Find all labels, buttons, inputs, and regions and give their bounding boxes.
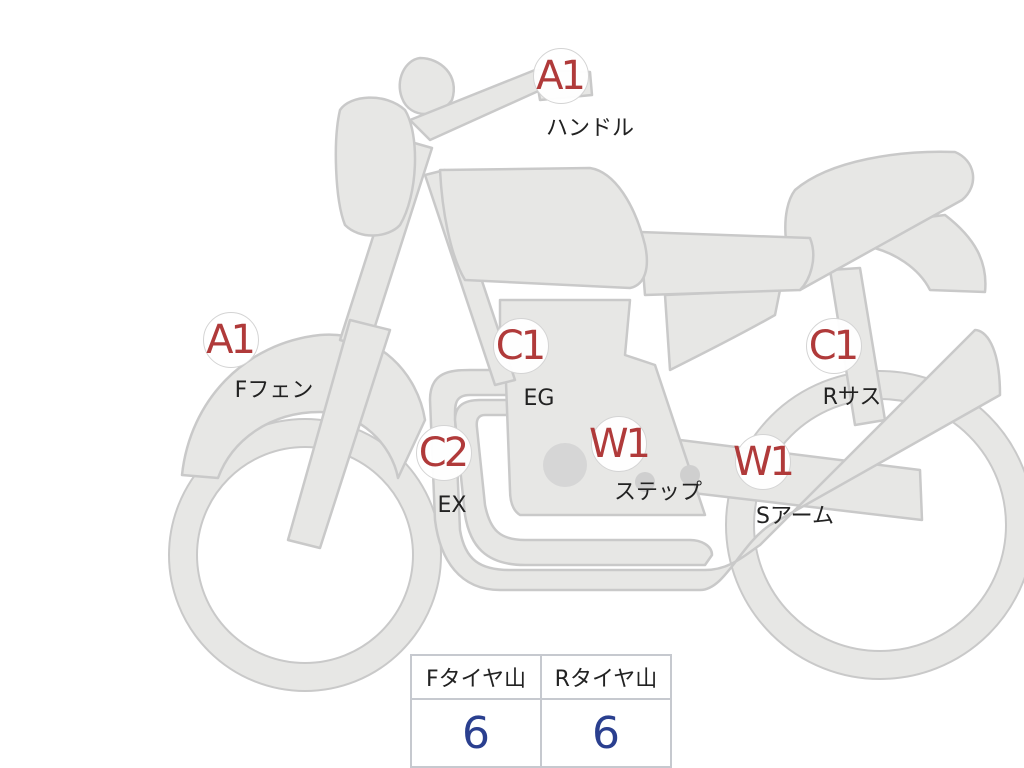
step-label: ステップ [613,480,703,505]
swingarm-grade-badge: W1 [733,434,795,490]
fork-slider [286,318,392,550]
front-tire-header: Fタイヤ山 [410,654,542,700]
front-tire-value: 6 [410,698,542,768]
rear-tire-header: Rタイヤ山 [540,654,672,700]
front-fender-grade-badge: A1 [203,312,259,368]
exhaust-grade-badge: C2 [416,425,472,481]
engine-grade-badge: C1 [493,318,549,374]
frame-rail [638,230,815,297]
handle-grade-badge: A1 [533,48,589,104]
exhaust-lower [428,328,1002,592]
engine-label: EG [523,386,555,411]
headlight [334,96,417,237]
fuel-tank [438,166,649,290]
rear-tire-value: 6 [540,698,672,768]
tire-tread-table: Fタイヤ山 Rタイヤ山 6 6 [410,654,672,768]
front-fender-label: Fフェン [234,378,314,403]
rear-suspension-label: Rサス [822,385,882,410]
handle-label: ハンドル [545,116,635,141]
exhaust-label: EX [437,493,467,518]
rear-suspension-grade-badge: C1 [806,318,862,374]
side-cover [663,288,782,372]
swingarm-label: Sアーム [756,504,834,529]
step-grade-badge: W1 [589,416,651,472]
exhaust-upper [453,398,714,567]
